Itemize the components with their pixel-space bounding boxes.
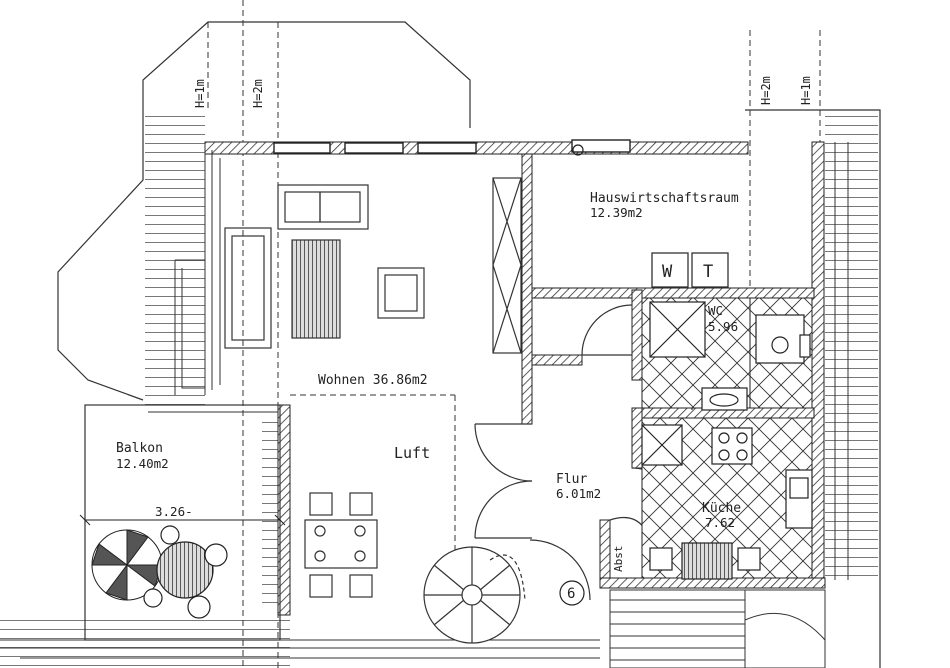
height-label-h2-left: H=2m bbox=[251, 79, 265, 108]
room-area-kueche: 7.62 bbox=[705, 515, 735, 530]
washer-dryer bbox=[651, 252, 729, 288]
room-name-abst: Abst bbox=[612, 546, 625, 573]
room-name-hauswirtschaft: Hauswirtschaftsraum bbox=[590, 191, 739, 206]
height-label-h1-left: H=1m bbox=[193, 79, 207, 108]
height-label-h2-right: H=2m bbox=[759, 76, 773, 105]
wc-fixtures bbox=[649, 301, 811, 411]
balcony-width-label: 3.26- bbox=[155, 504, 193, 519]
dryer-label: T bbox=[703, 262, 713, 282]
room-area-wc: 5.96 bbox=[708, 319, 738, 334]
room-label-wohnen: Wohnen 36.86m2 bbox=[318, 373, 428, 388]
room-name-balkon: Balkon bbox=[116, 441, 163, 456]
balcony-area bbox=[84, 404, 281, 641]
windows-top bbox=[273, 139, 631, 154]
room-area-flur: 6.01m2 bbox=[556, 486, 601, 501]
wall-lines bbox=[0, 142, 849, 659]
dining-set bbox=[304, 492, 378, 598]
room-area-balkon: 12.40m2 bbox=[116, 456, 169, 471]
washer-label: W bbox=[662, 262, 673, 282]
room-number-circle bbox=[559, 580, 585, 606]
room-name-luft: Luft bbox=[394, 444, 430, 462]
roof-outline bbox=[57, 21, 881, 668]
room-name-flur: Flur bbox=[556, 472, 587, 487]
balcony-dimension bbox=[79, 514, 286, 526]
window-marker bbox=[572, 144, 584, 156]
spiral-staircase bbox=[423, 546, 526, 644]
umbrella-icon bbox=[91, 529, 163, 601]
room-name-kueche: Küche bbox=[702, 501, 741, 516]
room-number: 6 bbox=[567, 586, 575, 602]
room-name-wc: WC bbox=[708, 303, 723, 318]
roof-area-right bbox=[825, 112, 878, 582]
height-label-h1-right: H=1m bbox=[799, 76, 813, 105]
round-table-set bbox=[143, 525, 228, 619]
living-furniture bbox=[224, 177, 522, 354]
room-area-hauswirtschaft: 12.39m2 bbox=[590, 205, 643, 220]
staircase-bottom bbox=[609, 589, 826, 668]
kitchen-fixtures bbox=[641, 424, 813, 580]
